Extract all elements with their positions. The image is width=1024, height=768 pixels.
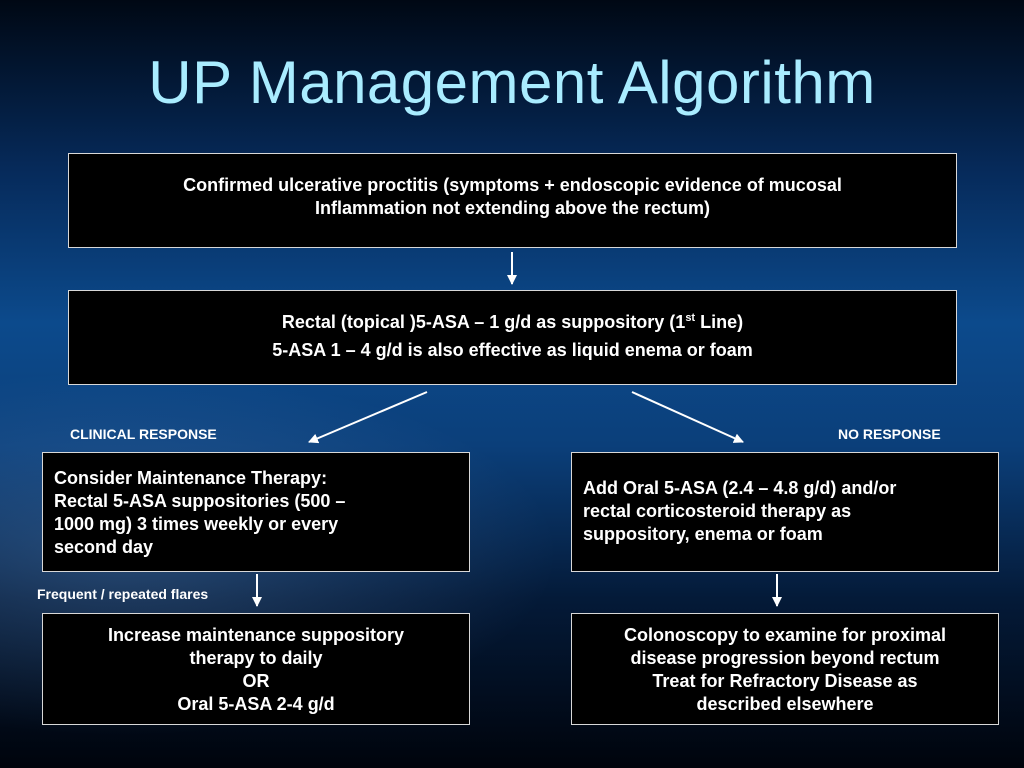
maintenance-line-2: Rectal 5-ASA suppositories (500 –	[54, 491, 346, 511]
arrow-to-maintenance	[308, 391, 428, 444]
increase-line-1: Increase maintenance suppository	[107, 625, 405, 645]
maintenance-line-4: second day	[54, 537, 154, 557]
page-title: UP Management Algorithm	[148, 49, 876, 116]
first-line-text-b: Line)	[695, 312, 744, 332]
arrow-to-add-oral	[631, 391, 744, 443]
increase-maintenance-box: Increase maintenance suppository therapy…	[42, 613, 470, 725]
add-oral-line-2: rectal corticosteroid therapy as	[583, 501, 852, 521]
first-line-text-a: Rectal (topical )5-ASA – 1 g/d as suppos…	[281, 312, 686, 332]
maintenance-line-3: 1000 mg) 3 times weekly or every	[54, 514, 339, 534]
colonoscopy-line-3: Treat for Refractory Disease as	[652, 671, 918, 691]
first-line-superscript: st	[685, 312, 696, 324]
add-oral-therapy-box: Add Oral 5-ASA (2.4 – 4.8 g/d) and/or re…	[571, 452, 999, 572]
colonoscopy-line-4: described elsewhere	[696, 694, 874, 714]
increase-line-4: Oral 5-ASA 2-4 g/d	[177, 694, 335, 714]
colonoscopy-line-1: Colonoscopy to examine for proximal	[623, 625, 947, 645]
first-line-line-1: Rectal (topical )5-ASA – 1 g/d as suppos…	[69, 311, 956, 334]
increase-line-3: OR	[242, 671, 270, 691]
add-oral-line-1: Add Oral 5-ASA (2.4 – 4.8 g/d) and/or	[583, 478, 897, 498]
confirmed-line-1: Confirmed ulcerative proctitis (symptoms…	[183, 175, 842, 195]
add-oral-line-3: suppository, enema or foam	[583, 524, 823, 544]
confirmed-proctitis-box: Confirmed ulcerative proctitis (symptoms…	[68, 153, 957, 248]
maintenance-therapy-box: Consider Maintenance Therapy: Rectal 5-A…	[42, 452, 470, 572]
colonoscopy-line-2: disease progression beyond rectum	[630, 648, 940, 668]
colonoscopy-box: Colonoscopy to examine for proximal dise…	[571, 613, 999, 725]
maintenance-line-1: Consider Maintenance Therapy:	[54, 468, 328, 488]
first-line-therapy-box: Rectal (topical )5-ASA – 1 g/d as suppos…	[68, 290, 957, 385]
clinical-response-label: CLINICAL RESPONSE	[70, 426, 217, 442]
no-response-label: NO RESPONSE	[838, 426, 941, 442]
confirmed-line-2: Inflammation not extending above the rec…	[314, 198, 711, 218]
frequent-flares-label: Frequent / repeated flares	[37, 586, 209, 602]
first-line-line-2: 5-ASA 1 – 4 g/d is also effective as liq…	[272, 340, 753, 360]
increase-line-2: therapy to daily	[189, 648, 323, 668]
